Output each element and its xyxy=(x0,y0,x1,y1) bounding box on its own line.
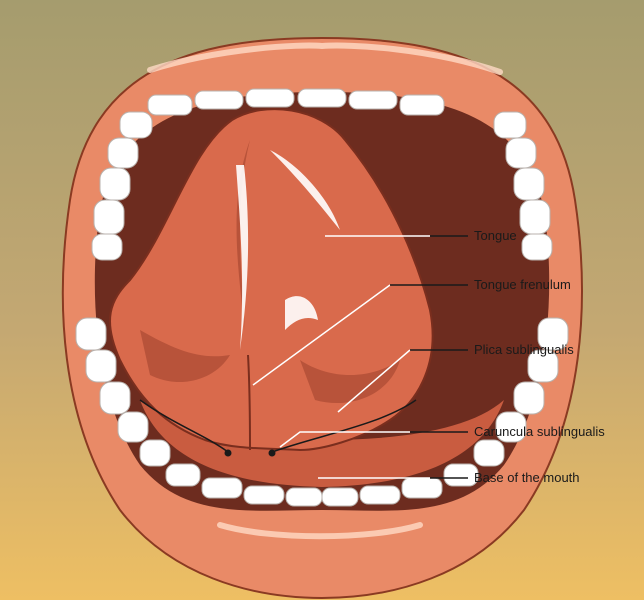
plica-sublingualis xyxy=(139,399,417,453)
upper-teeth xyxy=(91,88,553,261)
label-tongue-frenulum: Tongue frenulum xyxy=(474,277,571,292)
label-tongue: Tongue xyxy=(474,228,517,243)
tongue-shading xyxy=(140,140,400,404)
leader-plica xyxy=(337,349,411,413)
lower-lip-highlight xyxy=(217,522,423,540)
tongue-frenulum xyxy=(247,354,251,451)
label-plica-sublingualis: Plica sublingualis xyxy=(474,342,574,357)
leader-frenulum xyxy=(252,284,391,386)
tongue-highlight xyxy=(236,150,340,350)
label-base-of-mouth: Base of the mouth xyxy=(474,470,580,485)
leader-caruncula xyxy=(279,431,410,448)
caruncula-right xyxy=(268,449,276,457)
lower-teeth xyxy=(75,317,569,507)
lip-highlight xyxy=(147,42,503,75)
caruncula-left xyxy=(224,449,232,457)
label-caruncula-sublingualis: Caruncula sublingualis xyxy=(474,424,605,439)
leader-lines xyxy=(252,235,468,479)
